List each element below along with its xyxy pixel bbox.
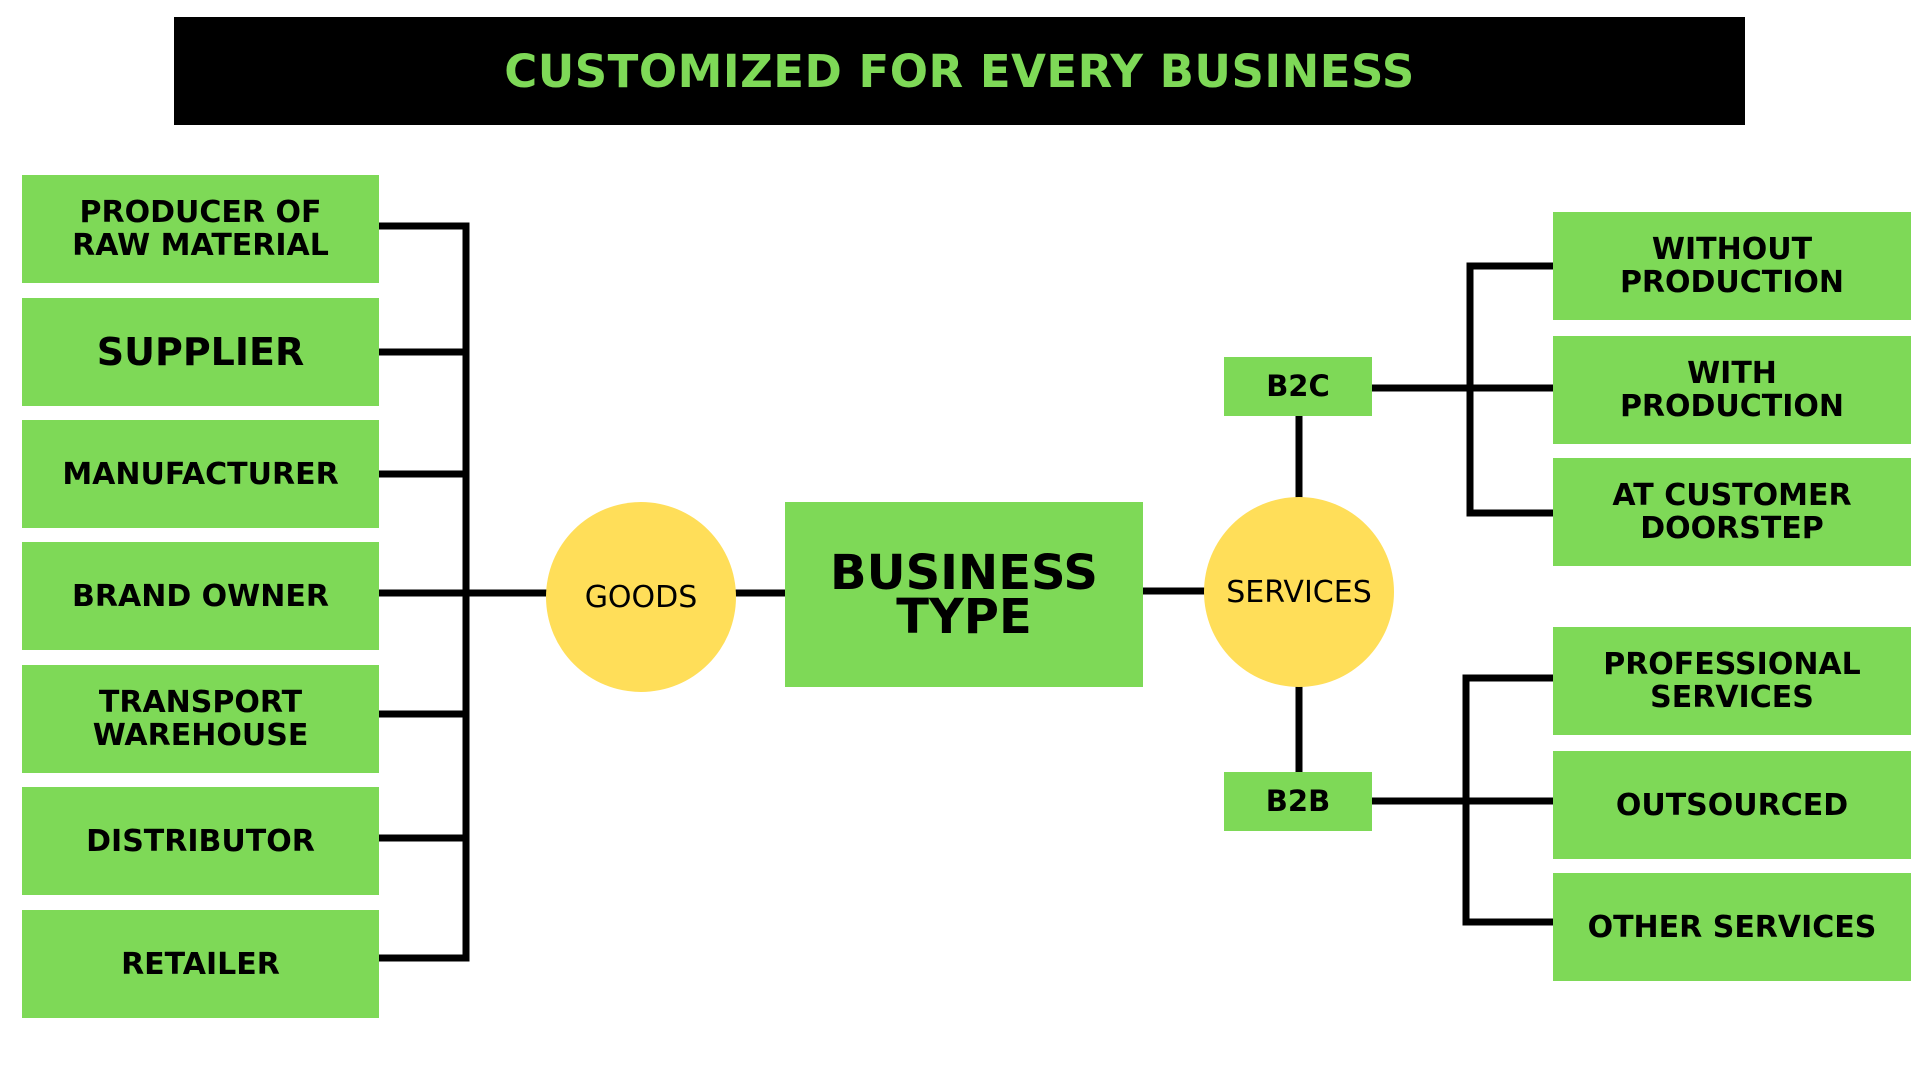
goods-box-supplier: SUPPLIER — [22, 298, 379, 406]
goods-circle: GOODS — [546, 502, 736, 692]
page-title: CUSTOMIZED FOR EVERY BUSINESS — [504, 44, 1415, 98]
b2c-box: B2C — [1224, 357, 1372, 416]
b2c-box-doorstep: AT CUSTOMER DOORSTEP — [1553, 458, 1911, 566]
b2b-box-other: OTHER SERVICES — [1553, 873, 1911, 981]
services-circle: SERVICES — [1204, 497, 1394, 687]
b2c-box-without-production: WITHOUT PRODUCTION — [1553, 212, 1911, 320]
goods-box-transport: TRANSPORT WAREHOUSE — [22, 665, 379, 773]
goods-box-retailer: RETAILER — [22, 910, 379, 1018]
goods-box-brand-owner: BRAND OWNER — [22, 542, 379, 650]
b2b-box-professional: PROFESSIONAL SERVICES — [1553, 627, 1911, 735]
business-type-box: BUSINESS TYPE — [785, 502, 1143, 687]
b2c-box-with-production: WITH PRODUCTION — [1553, 336, 1911, 444]
b2b-box: B2B — [1224, 772, 1372, 831]
goods-box-distributor: DISTRIBUTOR — [22, 787, 379, 895]
title-banner: CUSTOMIZED FOR EVERY BUSINESS — [174, 17, 1745, 125]
b2b-box-outsourced: OUTSOURCED — [1553, 751, 1911, 859]
goods-box-manufacturer: MANUFACTURER — [22, 420, 379, 528]
goods-box-producer: PRODUCER OF RAW MATERIAL — [22, 175, 379, 283]
